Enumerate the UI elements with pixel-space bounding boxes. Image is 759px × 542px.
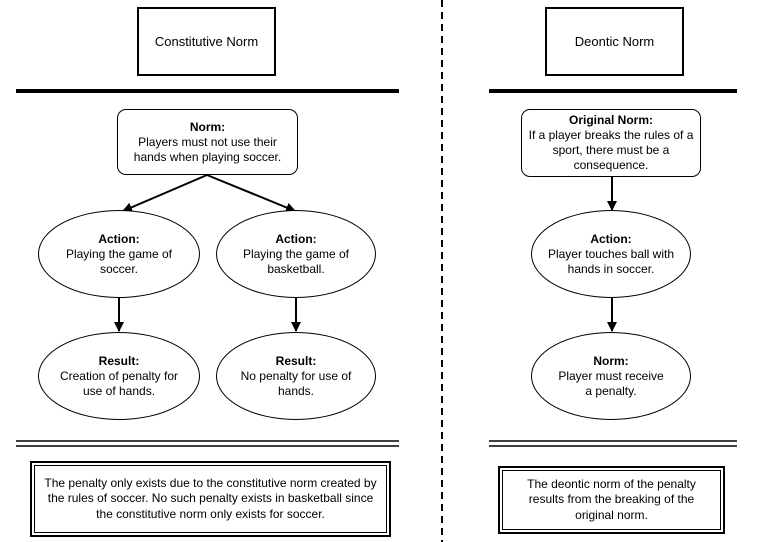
result-basketball-node: Result: No penalty for use of hands. — [216, 332, 376, 420]
deontic-title: Deontic Norm — [574, 34, 655, 49]
node-text: No penalty for use of hands. — [240, 368, 352, 398]
node-heading: Result: — [98, 353, 140, 368]
action-basketball-node: Action: Playing the game of basketball. — [216, 210, 376, 298]
deontic-action-node: Action: Player touches ball with hands i… — [531, 210, 691, 298]
node-heading: Action: — [590, 231, 632, 246]
node-heading: Original Norm: — [568, 113, 653, 127]
node-text: Playing the game of soccer. — [65, 246, 173, 276]
constitutive-note: The penalty only exists due to the const… — [30, 461, 391, 537]
deontic-title-box: Deontic Norm — [545, 7, 684, 76]
node-text: Playing the game of basketball. — [242, 246, 350, 276]
result-soccer-node: Result: Creation of penalty for use of h… — [38, 332, 200, 420]
deontic-note-text: The deontic norm of the penalty results … — [527, 476, 696, 522]
arrow-norm-to-soccer — [122, 174, 208, 213]
node-text: Players must not use their hands when pl… — [133, 134, 282, 164]
node-heading: Norm: — [189, 119, 226, 134]
constitutive-title-box: Constitutive Norm — [137, 7, 276, 76]
action-soccer-node: Action: Playing the game of soccer. — [38, 210, 200, 298]
node-heading: Result: — [275, 353, 317, 368]
node-heading: Norm: — [593, 353, 629, 368]
node-text: Creation of penalty for use of hands. — [59, 368, 179, 398]
original-norm-node: Original Norm: If a player breaks the ru… — [521, 109, 701, 177]
node-text: If a player breaks the rules of a sport,… — [528, 128, 694, 172]
constitutive-title: Constitutive Norm — [154, 34, 259, 49]
node-heading: Action: — [275, 231, 317, 246]
node-text: Player touches ball with hands in soccer… — [547, 246, 675, 276]
deontic-note: The deontic norm of the penalty results … — [498, 466, 725, 534]
constitutive-note-text: The penalty only exists due to the const… — [44, 475, 377, 521]
deontic-norm-node: Norm: Player must receive a penalty. — [531, 332, 691, 420]
node-heading: Action: — [98, 231, 140, 246]
node-text: Player must receive a penalty. — [558, 368, 664, 398]
constitutive-norm-node: Norm: Players must not use their hands w… — [117, 109, 298, 175]
arrow-norm-to-basketball — [206, 174, 296, 213]
